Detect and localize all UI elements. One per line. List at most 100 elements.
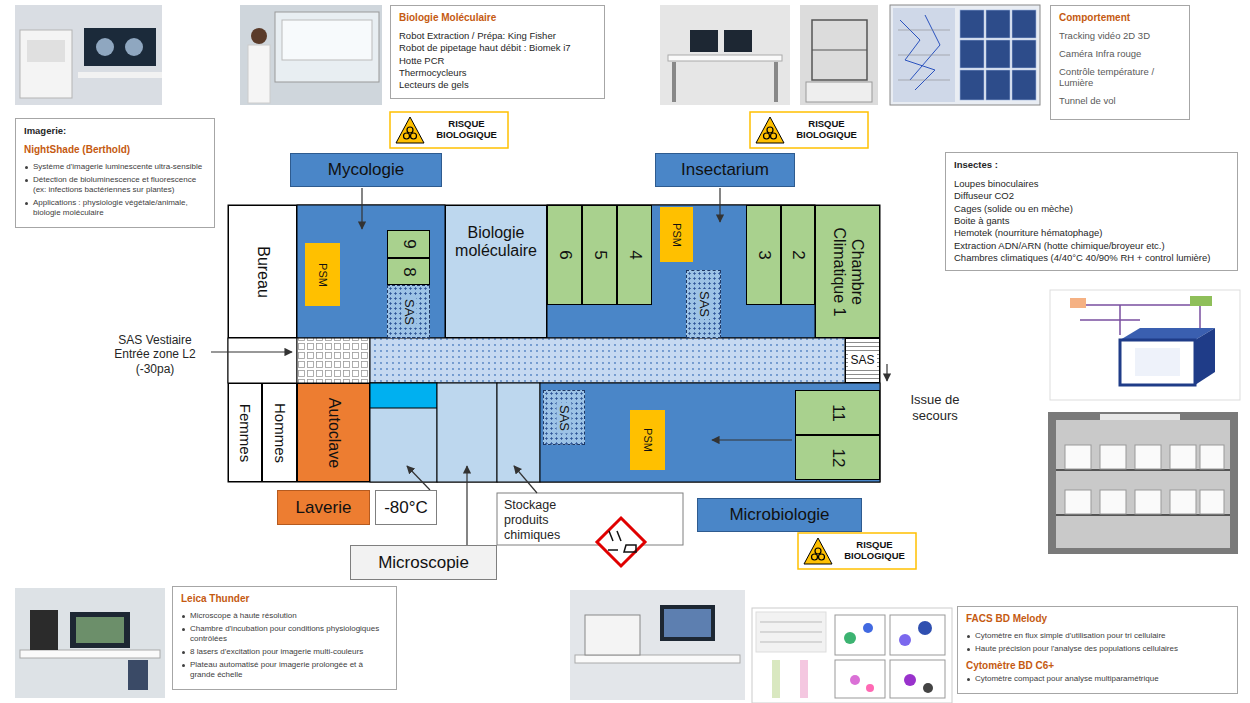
risk-badge-frame (767, 127, 773, 133)
heading-text: Comportement (1059, 12, 1181, 23)
photo-microscope (128, 660, 148, 690)
ventilation-schematic (1135, 348, 1180, 376)
rotated-label-holder: PSM (641, 413, 654, 467)
tracking-screenshot (893, 8, 955, 102)
risk-badge-frame (815, 548, 821, 554)
room-label: Femmes (236, 386, 253, 479)
item-text: Contrôle température / Lumière (1059, 66, 1181, 88)
photo-molecular-biology-hood (282, 20, 372, 60)
rotated-label-holder: 6 (555, 208, 575, 302)
risk-badge-frame (750, 112, 868, 148)
room: 2 (781, 205, 815, 305)
rotated-label-holder: 4 (625, 208, 645, 302)
bullet-text: Plateau automatisé pour imagerie prolong… (181, 660, 388, 680)
risk-badge-frame (407, 127, 413, 133)
zone-label: Laverie (296, 498, 352, 518)
leader-line (211, 188, 887, 545)
storage-label: Stockage produits chimiques (504, 498, 598, 543)
risk-badge-frame (812, 554, 818, 560)
room-label: PSM (316, 246, 329, 303)
rotated-label-holder: SAS (696, 273, 711, 335)
rotated-label-holder: 5 (590, 208, 610, 302)
risk-badge-frame (411, 133, 417, 139)
leader-line (719, 188, 720, 222)
floor-plan (547, 205, 815, 338)
room-label: Autoclave (324, 386, 342, 479)
cytometry-screenshot (844, 632, 856, 644)
photo-molecular-biology-hood (275, 12, 379, 82)
photo-climatic-chamber (1170, 490, 1196, 514)
zone-label: Microscopie (378, 553, 469, 573)
room-label: Bureau (253, 208, 271, 335)
room: 12 (795, 435, 880, 480)
photo-cytometer (575, 655, 740, 663)
photo-molecular-biology-hood (251, 28, 267, 44)
photo-behaviour-room (660, 5, 790, 105)
tracking-screenshot (960, 10, 1036, 100)
rotated-label-holder: Femmes (236, 386, 253, 479)
bullet-text: Cytomètre compact pour analyse multipara… (966, 674, 1229, 684)
photo-microscope (70, 612, 130, 648)
room: 6 (547, 205, 582, 305)
photo-microscope (76, 617, 124, 643)
tracking-screenshot (1012, 40, 1036, 68)
risk-badge-frame (798, 533, 916, 569)
entrance-note: SAS Vestiaire Entrée zone L2 (-30pa) (105, 333, 205, 376)
cytometry-screenshot (918, 621, 932, 635)
rotated-label-holder: Bureau (253, 208, 271, 335)
room-label: 6 (555, 208, 575, 302)
room-label: 4 (625, 208, 645, 302)
photo-cytometer (585, 615, 640, 655)
heading-text: Leica Thunder (181, 593, 388, 604)
photo-imaging-room (27, 40, 65, 62)
cytometry-screenshot (835, 615, 885, 655)
room: Autoclave (297, 383, 370, 482)
photo-flight-tunnel (800, 5, 878, 105)
chemical-storage-frame (597, 518, 645, 566)
cytometry-screenshot (800, 660, 808, 698)
photo-cytometer (660, 605, 715, 641)
leader-line (514, 466, 537, 493)
tracking-screenshot (960, 70, 984, 100)
item-text: Cages (solide ou en mèche) (954, 203, 1229, 215)
risk-badge-frame (390, 112, 508, 148)
item-text: Robot de pipetage haut débit : Biomek i7 (399, 42, 596, 54)
leader-line (361, 188, 362, 229)
risk-badge: RISQUE BIOLOGIQUE (427, 113, 506, 147)
tracking-screenshot (960, 10, 984, 38)
bullet-text: Chambre d'incubation pour conditions phy… (181, 624, 388, 644)
floor-plan (297, 338, 370, 383)
photo-imaging-room (84, 28, 156, 66)
rotated-label-holder: Chambre Climatique 1 (829, 208, 866, 335)
ventilation-schematic (1050, 290, 1240, 400)
cytometry-screenshot (760, 622, 822, 642)
rotated-label-holder: 9 (399, 233, 419, 255)
risk-badge-frame (390, 112, 916, 569)
photo-microscope (15, 588, 165, 698)
photo-flight-tunnel (812, 20, 867, 80)
risk-badge-frame (764, 133, 770, 139)
bullet-text: Cytomètre en flux simple d'utilisation p… (966, 631, 1229, 641)
cytometry-screenshot (899, 634, 911, 646)
exit-note: Issue de secours (897, 392, 973, 423)
cytometry-screenshot (772, 660, 780, 698)
cytometry-screenshot (923, 683, 933, 693)
zone-tag: -80°C (375, 490, 437, 525)
chamber-room: Chambre Climatique 1 (815, 205, 880, 338)
room-label: 5 (590, 208, 610, 302)
item-text: Robot Extraction / Prépa: King Fisher (399, 30, 596, 42)
room: Femmes (228, 383, 262, 482)
room-label: PSM (670, 210, 683, 259)
chemical-storage-frame (497, 493, 683, 545)
cytometry-screenshot (890, 660, 945, 698)
photo-climatic-chamber (1100, 445, 1126, 469)
ventilation-schematic (1190, 296, 1212, 306)
tracking-screenshot (1012, 70, 1036, 100)
item-text: Hotte PCR (399, 55, 596, 67)
photo-flight-tunnel (806, 82, 872, 102)
room: 3 (746, 205, 781, 305)
photo-climatic-chamber (1065, 490, 1091, 514)
room-label: 11 (828, 393, 848, 432)
risk-badge-frame (396, 117, 424, 143)
bullet-text: Système d'imagerie luminescente ultra-se… (24, 162, 206, 172)
